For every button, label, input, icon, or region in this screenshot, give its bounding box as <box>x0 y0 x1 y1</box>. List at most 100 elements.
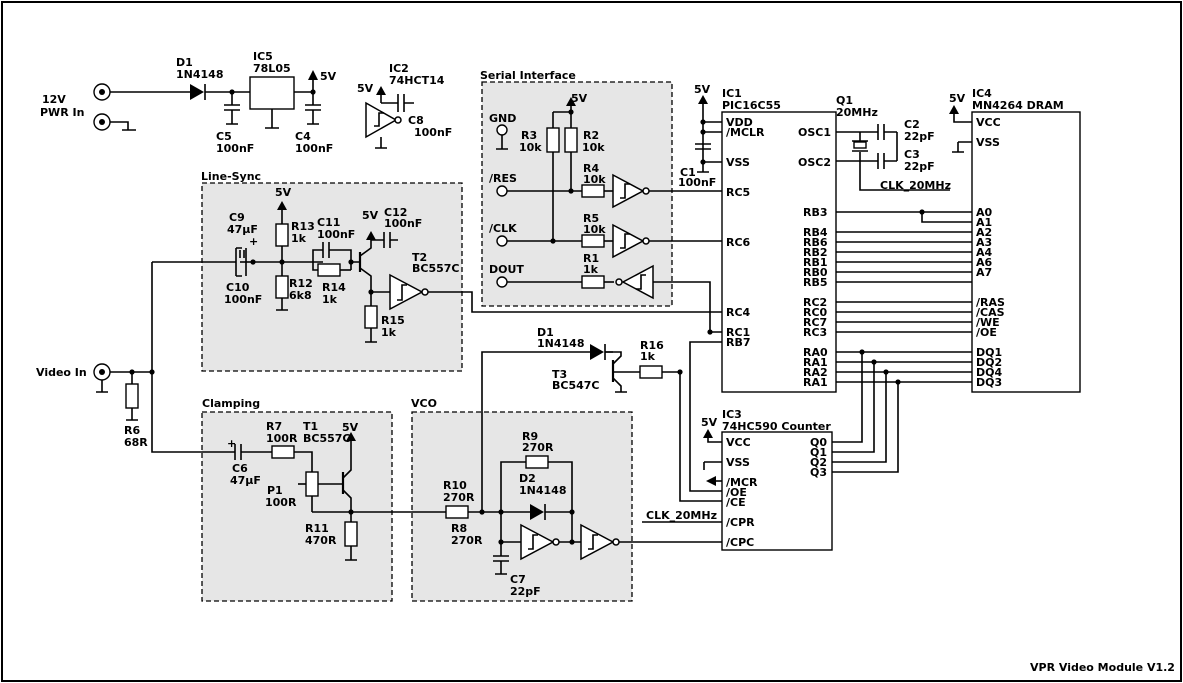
component-label: C7 <box>510 573 526 586</box>
power-input-section: 12V PWR In D1 1N4148 IC5 78L05 5V C5 100… <box>40 50 337 155</box>
component-label: Q2 <box>810 456 827 469</box>
component-label: R3 <box>521 129 537 142</box>
component-label: D2 <box>519 472 536 485</box>
component-label: /OE <box>726 486 747 499</box>
component-label: A3 <box>976 236 992 249</box>
component-label: GND <box>489 112 516 125</box>
component-label: OSC1 <box>798 126 831 139</box>
crystal-q1: Q1 20MHz C2 22pF C3 22pF CLK_20MHz <box>836 94 951 192</box>
region-clamping: Clamping <box>201 397 393 602</box>
component-label: D1 <box>176 56 193 69</box>
component-label: RA1 <box>803 376 828 389</box>
resistor-r16 <box>639 365 663 379</box>
region-line-sync: Line-Sync <box>201 170 463 372</box>
address-bus <box>836 209 972 385</box>
resistor-r10 <box>445 505 469 519</box>
component-label: R1 <box>583 252 599 265</box>
component-label: IC1 <box>722 87 742 100</box>
component-label: 100nF <box>224 293 262 306</box>
component-label: VDD <box>726 116 753 129</box>
component-label: /CPR <box>726 516 755 529</box>
component-label: 270R <box>522 441 554 454</box>
region-label-linesync: Line-Sync <box>201 170 261 183</box>
component-label: R11 <box>305 522 329 535</box>
component-label: Q1 <box>836 94 853 107</box>
resistor-r12 <box>275 275 289 299</box>
vco-section: R10 270R R8 270R D1 1N4148 T3 BC547C R16… <box>443 326 722 598</box>
component-label: RB4 <box>803 226 828 239</box>
region-serial-interface: Serial Interface <box>480 69 673 307</box>
component-label: C6 <box>232 462 248 475</box>
region-label-clamping: Clamping <box>202 397 260 410</box>
component-label: PIC16C55 <box>722 99 781 112</box>
component-label: RC4 <box>726 306 751 319</box>
component-label: R5 <box>583 212 599 225</box>
component-label: /CPC <box>726 536 754 549</box>
component-label: 100nF <box>678 176 716 189</box>
component-label: 22pF <box>510 585 541 598</box>
component-label: /RAS <box>976 296 1005 309</box>
resistor-r6 <box>125 383 139 409</box>
component-label: R10 <box>443 479 467 492</box>
component-label: /MCLR <box>726 126 765 139</box>
component-label: IC5 <box>253 50 273 63</box>
component-label: 5V <box>694 83 711 96</box>
component-label: A7 <box>976 266 992 279</box>
component-label: 47µF <box>227 223 258 236</box>
potentiometer-p1 <box>305 471 319 497</box>
dram-ic4: IC4 MN4264 DRAM 5V VCC VSS A0 A1 A2 A3 A… <box>949 87 1081 393</box>
component-label: 74HC590 Counter <box>722 420 831 433</box>
component-label: DQ2 <box>976 356 1002 369</box>
component-label: C12 <box>384 206 407 219</box>
component-label: C3 <box>904 148 920 161</box>
component-label: /OE <box>976 326 997 339</box>
component-label: VSS <box>726 156 750 169</box>
component-label: 100R <box>265 496 297 509</box>
component-label: DQ3 <box>976 376 1002 389</box>
component-label: RC2 <box>803 296 827 309</box>
component-label: 1N4148 <box>176 68 223 81</box>
component-label: 5V <box>362 209 379 222</box>
component-label: T1 <box>303 420 318 433</box>
component-label: D1 <box>537 326 554 339</box>
component-label: RA1 <box>803 356 828 369</box>
component-label: 10k <box>583 223 606 236</box>
component-label: 1k <box>640 350 656 363</box>
resistor-r1 <box>581 275 605 289</box>
component-label: 5V <box>357 82 374 95</box>
regulator-ic5: IC5 78L05 <box>249 50 295 110</box>
component-label: VCC <box>976 116 1001 129</box>
component-label: 47µF <box>230 474 261 487</box>
component-label: RC1 <box>726 326 750 339</box>
component-label: C4 <box>295 130 311 143</box>
component-label: 100nF <box>317 228 355 241</box>
component-label: /CLK <box>489 222 517 235</box>
component-label: RA2 <box>803 366 828 379</box>
resistor-r4 <box>581 184 605 198</box>
component-label: RA0 <box>803 346 828 359</box>
component-label: RB0 <box>803 266 828 279</box>
component-label: A1 <box>976 216 992 229</box>
component-label: MN4264 DRAM <box>972 99 1064 112</box>
component-label: IC3 <box>722 408 742 421</box>
component-label: + <box>227 437 236 450</box>
component-label: A0 <box>976 206 993 219</box>
component-label: RB6 <box>803 236 828 249</box>
component-label: 20MHz <box>836 106 878 119</box>
component-label: BC557C <box>412 262 460 275</box>
component-label: 22pF <box>904 130 935 143</box>
component-label: 1k <box>381 326 397 339</box>
component-label: A2 <box>976 226 992 239</box>
component-label: DQ1 <box>976 346 1002 359</box>
component-label: /RES <box>489 172 517 185</box>
component-label: RC0 <box>803 306 828 319</box>
component-label: 270R <box>443 491 475 504</box>
component-label: 68R <box>124 436 148 449</box>
diode-d1-power: D1 1N4148 <box>176 56 223 100</box>
component-label: P1 <box>267 484 283 497</box>
resistor-r11 <box>344 521 358 547</box>
region-label-serial: Serial Interface <box>480 69 576 82</box>
component-label: R8 <box>451 522 467 535</box>
component-label: OSC2 <box>798 156 831 169</box>
